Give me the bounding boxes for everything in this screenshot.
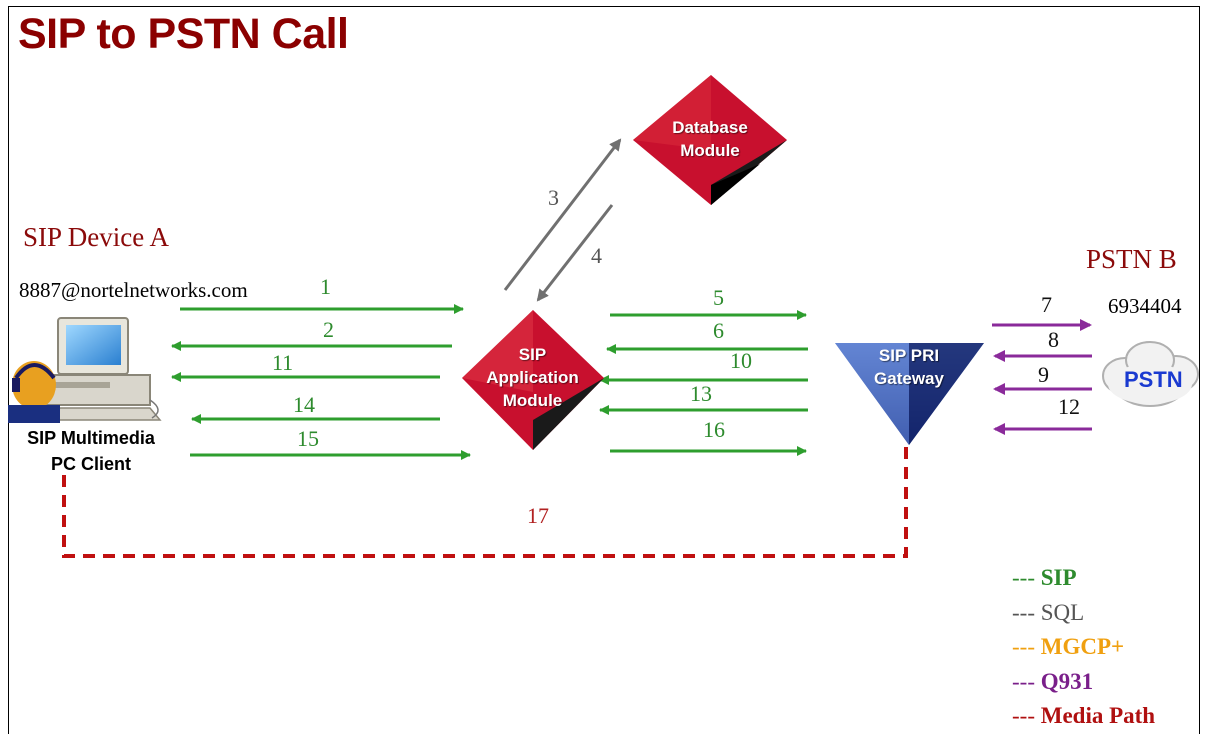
- sip-app-label-line1: SIP: [518, 345, 547, 364]
- step-label-17: 17: [527, 503, 549, 528]
- sip-arrows-left: [171, 304, 471, 460]
- sip-pri-gateway-shape: [835, 343, 984, 445]
- step-label-13: 13: [690, 381, 712, 406]
- legend-label: SQL: [1040, 600, 1085, 625]
- legend-label: Media Path: [1040, 703, 1156, 728]
- step-label-16: 16: [703, 417, 725, 442]
- legend-item-media-path: --- Media Path: [1012, 703, 1155, 729]
- legend-dash: ---: [1012, 703, 1035, 728]
- legend-label: MGCP+: [1040, 634, 1125, 659]
- sip-app-label-line3: Module: [502, 391, 563, 410]
- legend-dash: ---: [1012, 669, 1035, 694]
- legend-item-q931: --- Q931: [1012, 669, 1093, 695]
- legend-dash: ---: [1012, 600, 1035, 625]
- step-label-6: 6: [713, 318, 724, 343]
- pstn-b-heading: PSTN B: [1086, 244, 1177, 274]
- arrow-step-4: [536, 204, 614, 302]
- step-label-11: 11: [272, 350, 294, 375]
- client-label-line1: SIP Multimedia: [27, 428, 155, 448]
- page-title: SIP to PSTN Call: [18, 10, 349, 58]
- legend-label: Q931: [1040, 669, 1094, 694]
- legend-dash: ---: [1012, 565, 1035, 590]
- pstn-b-number: 6934404: [1108, 294, 1182, 318]
- client-label: SIP Multimedia PC Client: [0, 425, 182, 477]
- sip-app-label-line2: Application: [486, 368, 579, 387]
- step-label-8: 8: [1048, 327, 1059, 352]
- step-label-15: 15: [297, 426, 319, 451]
- pc-client-icon: [8, 317, 162, 423]
- arrow-step-3: [503, 138, 622, 291]
- client-label-line2: PC Client: [50, 454, 131, 474]
- device-a-heading: SIP Device A: [23, 222, 169, 252]
- legend-dash: ---: [1012, 634, 1035, 659]
- sip-application-module-shape: [462, 310, 604, 450]
- sip-pri-gateway-label: SIP PRI Gateway: [848, 344, 970, 390]
- pstn-cloud-icon: [1102, 341, 1199, 407]
- step-label-10: 10: [730, 348, 752, 373]
- sql-arrows: [503, 138, 622, 302]
- legend-label: SIP: [1040, 565, 1077, 590]
- legend-item-sql: --- SQL: [1012, 600, 1084, 626]
- gateway-label-line2: Gateway: [874, 369, 944, 388]
- step-label-14: 14: [293, 392, 315, 417]
- sip-arrows-right: [599, 310, 808, 456]
- step-label-2: 2: [323, 317, 334, 342]
- step-label-3: 3: [548, 185, 559, 210]
- step-label-12: 12: [1058, 394, 1080, 419]
- step-label-7: 7: [1041, 292, 1052, 317]
- database-module-shape: [633, 75, 787, 205]
- legend-item-sip: --- SIP: [1012, 565, 1077, 591]
- legend-item-mgcp: --- MGCP+: [1012, 634, 1124, 660]
- database-label-line2: Module: [680, 141, 740, 160]
- database-module-label: Database Module: [648, 116, 772, 162]
- step-label-4: 4: [591, 243, 602, 268]
- step-label-1: 1: [320, 274, 331, 299]
- media-path: [62, 445, 908, 558]
- gateway-label-line1: SIP PRI: [878, 346, 940, 365]
- pstn-cloud-label: PSTN: [1124, 367, 1183, 392]
- step-label-9: 9: [1038, 362, 1049, 387]
- database-label-line1: Database: [672, 118, 748, 137]
- sip-application-module-label: SIP Application Module: [460, 343, 605, 412]
- device-a-address: 8887@nortelnetworks.com: [19, 278, 248, 302]
- q931-arrows: [992, 319, 1092, 435]
- step-label-5: 5: [713, 285, 724, 310]
